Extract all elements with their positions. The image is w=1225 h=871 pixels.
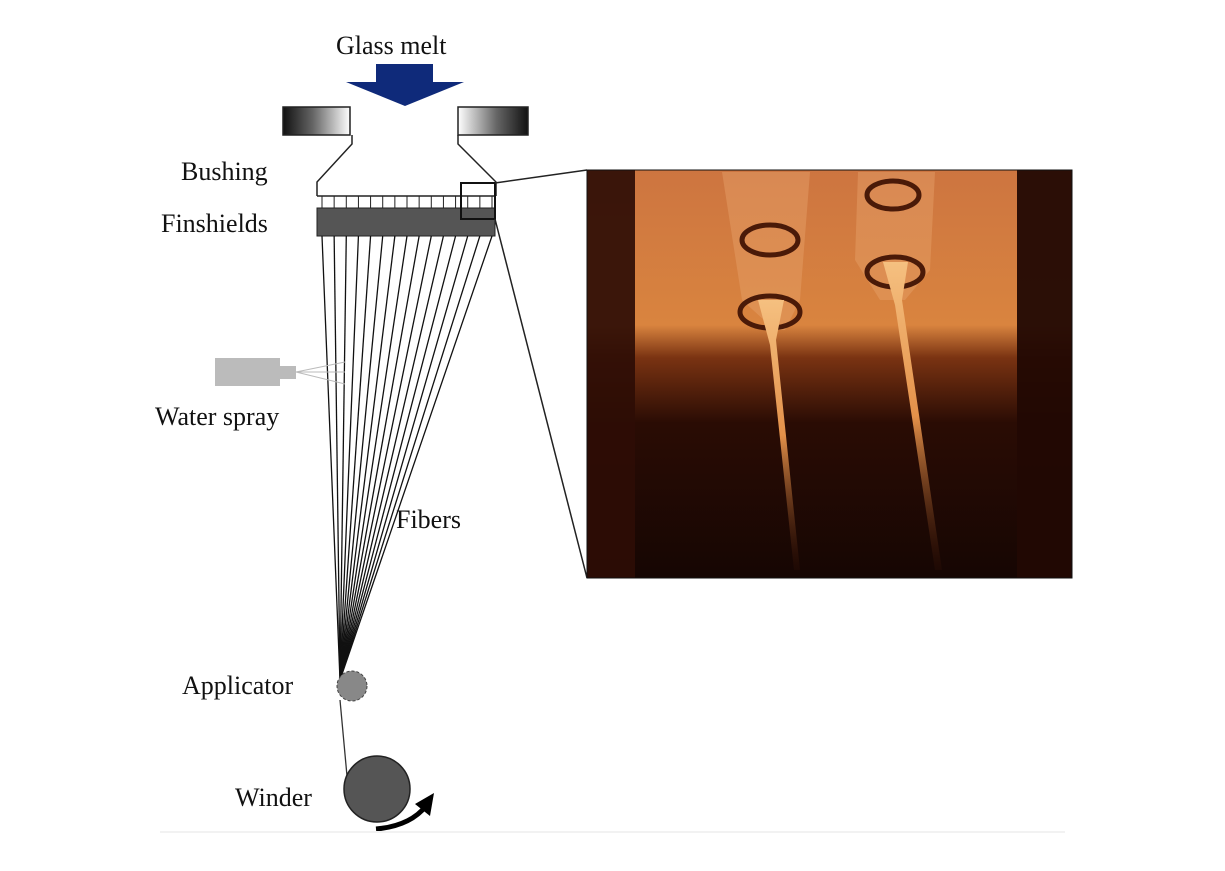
label-glass-melt: Glass melt: [336, 31, 447, 60]
bushing-tips: [321, 196, 493, 208]
fiber-lines: [321, 235, 493, 681]
bushing-tip-photo: [587, 170, 1072, 578]
fiber-line: [339, 235, 360, 681]
fiber-line: [339, 235, 469, 681]
glass-melt-arrow: [346, 64, 464, 106]
winder-drum: [343, 755, 411, 823]
zoom-box: [460, 182, 496, 220]
label-bushing: Bushing: [181, 157, 268, 186]
fiber-line: [339, 235, 408, 681]
zoom-line-bottom: [494, 218, 588, 579]
photo-frame: [586, 169, 1073, 579]
label-applicator: Applicator: [182, 671, 294, 700]
fiber-line: [339, 235, 445, 681]
water-spray-nozzle: [215, 358, 346, 386]
finshields-bar: [316, 207, 496, 237]
fiber-line: [339, 235, 396, 681]
fiber-line: [339, 235, 457, 681]
fiber-line: [339, 235, 372, 681]
fiber-line: [321, 235, 341, 681]
fiber-line: [339, 235, 493, 681]
winder-rotation-arrow: [375, 793, 434, 832]
fiber-line: [339, 235, 347, 681]
label-water-spray: Water spray: [155, 402, 280, 431]
bushing-outline: [316, 135, 497, 197]
applicator-roller: [336, 670, 368, 702]
fiber-line: [339, 235, 481, 681]
right-heater-plate: [457, 106, 529, 136]
zoom-line-top: [494, 169, 588, 184]
fiber-line: [339, 235, 384, 681]
fiber-line: [339, 235, 420, 681]
fiber-line: [333, 235, 341, 681]
fiber-line: [339, 235, 432, 681]
strand-line: [339, 699, 348, 777]
left-heater-plate: [282, 106, 351, 136]
label-fibers: Fibers: [396, 505, 461, 534]
label-winder: Winder: [235, 783, 312, 812]
label-finshields: Finshields: [161, 209, 268, 238]
